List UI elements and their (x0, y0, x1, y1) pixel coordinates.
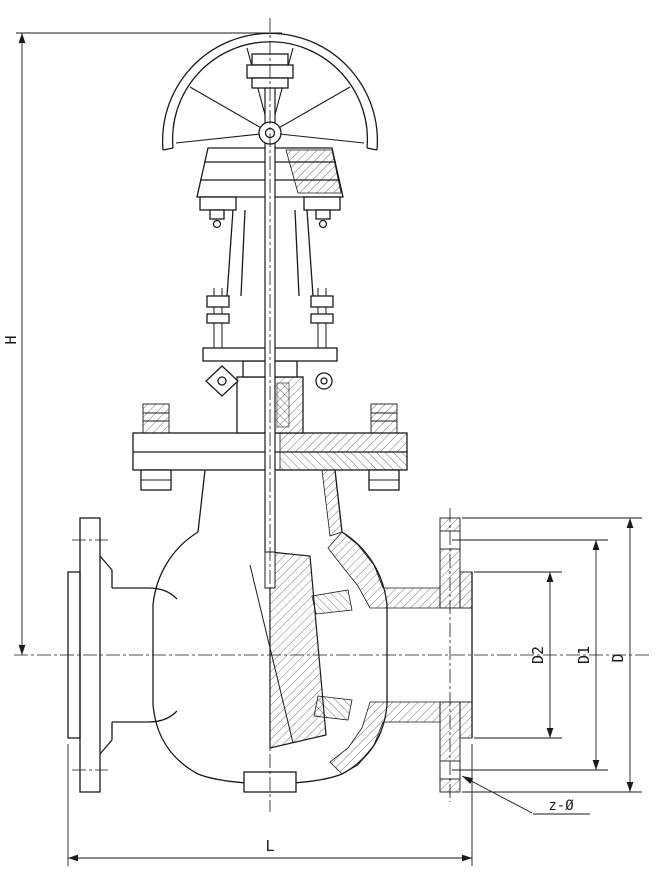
centerlines (14, 18, 652, 812)
dimension-label-d2: D2 (529, 646, 547, 664)
dimension-label-d1: D1 (575, 646, 593, 664)
yoke (196, 147, 344, 297)
stem-packing (276, 382, 290, 428)
stud-bolt-left (142, 403, 170, 434)
stud-bolt-right (370, 403, 398, 434)
dimension-d2: D2 (474, 571, 562, 739)
bolt-holes-label: z-Ø (548, 798, 574, 814)
yoke-housing (196, 147, 344, 198)
dimension-d1: D1 (452, 539, 608, 771)
handwheel-spokes (175, 47, 365, 144)
dimension-l: L (67, 744, 473, 866)
seat-ring-top (311, 589, 353, 615)
dimension-label-h: H (2, 335, 20, 344)
dimension-label-l: L (265, 837, 274, 855)
dimension-h: H (2, 32, 282, 655)
yoke-foot-right (303, 196, 341, 211)
seat-ring-bottom (313, 695, 353, 721)
yoke-foot-left (199, 196, 237, 211)
dimension-d: D (462, 517, 642, 793)
bolt-holes-callout: z-Ø (461, 775, 590, 815)
gate-wedge (249, 551, 353, 749)
gland-bolt-right (310, 295, 334, 308)
dimension-label-d: D (609, 653, 627, 662)
gland-bolt-left (206, 295, 230, 308)
